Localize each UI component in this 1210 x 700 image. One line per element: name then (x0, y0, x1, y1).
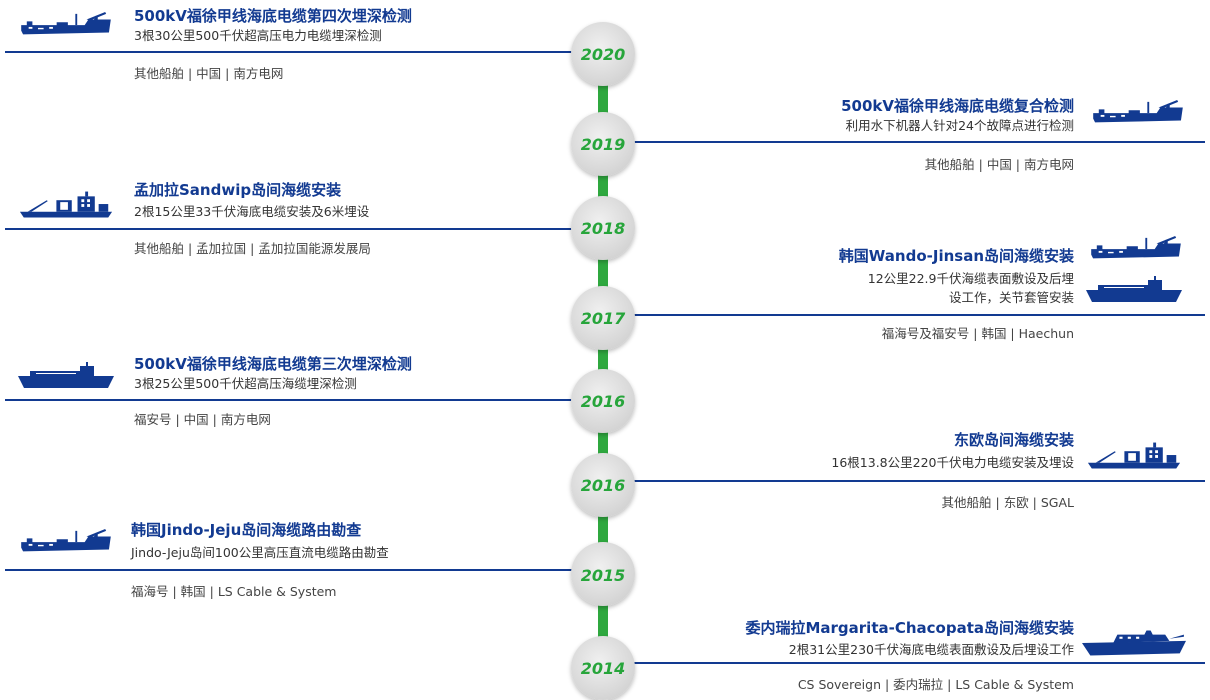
cable-barge-icon (1086, 440, 1182, 472)
entry-meta: 其他船舶 | 中国 | 南方电网 (924, 157, 1074, 172)
entry-connector-line (5, 228, 602, 230)
entry-meta: 福海号 | 韩国 | LS Cable & System (131, 584, 337, 599)
year-circle (571, 453, 635, 517)
entry-description: 利用水下机器人针对24个故障点进行检测 (845, 118, 1074, 133)
year-label: 2016 (580, 392, 626, 411)
year-circle (571, 22, 635, 86)
year-circle (571, 369, 635, 433)
year-circle (571, 542, 635, 606)
offshore-vessel-icon (1090, 100, 1186, 128)
entry-title: 孟加拉Sandwip岛间海缆安装 (134, 181, 342, 199)
year-label: 2018 (580, 219, 626, 238)
entry-connector-line (606, 480, 1205, 482)
timeline-line (598, 38, 608, 678)
year-label: 2016 (580, 476, 626, 495)
entry-meta: 福安号 | 中国 | 南方电网 (134, 412, 271, 427)
offshore-vessel-icon (1088, 236, 1184, 264)
entry-title: 韩国Wando-Jinsan岛间海缆安装 (838, 247, 1074, 265)
entry-meta: CS Sovereign | 委内瑞拉 | LS Cable & System (797, 677, 1074, 692)
year-circle (571, 112, 635, 176)
offshore-vessel-icon (18, 529, 114, 557)
entry-title: 东欧岛间海缆安装 (953, 431, 1074, 449)
year-label: 2020 (580, 45, 626, 64)
entry-meta: 其他船舶 | 孟加拉国 | 孟加拉国能源发展局 (134, 241, 371, 256)
entry-title: 500kV福徐甲线海底电缆第四次埋深检测 (134, 7, 412, 25)
entry-description: Jindo-Jeju岛间100公里高压直流电缆路由勘查 (131, 545, 389, 560)
year-circle (571, 286, 635, 350)
cable-ship-icon (1084, 276, 1184, 306)
entry-title: 韩国Jindo-Jeju岛间海缆路由勘查 (131, 521, 362, 539)
entry-meta: 福海号及福安号 | 韩国 | Haechun (881, 326, 1074, 341)
entry-meta: 其他船舶 | 东欧 | SGAL (941, 495, 1074, 510)
entry-meta: 其他船舶 | 中国 | 南方电网 (134, 66, 284, 81)
year-label: 2019 (580, 135, 626, 154)
year-label: 2017 (580, 309, 626, 328)
entry-connector-line (606, 314, 1205, 316)
entry-connector-line (5, 569, 602, 571)
entry-title: 委内瑞拉Margarita-Chacopata岛间海缆安装 (745, 619, 1074, 637)
entry-connector-line (606, 662, 1205, 664)
entry-description: 2根15公里33千伏海底电缆安装及6米埋设 (134, 204, 370, 219)
entry-connector-line (5, 51, 602, 53)
entry-description: 3根30公里500千伏超高压电力电缆埋深检测 (134, 28, 382, 43)
entry-description-line1: 12公里22.9千伏海缆表面敷设及后埋 (867, 271, 1074, 286)
entry-description: 16根13.8公里220千伏电力电缆安装及埋设 (831, 455, 1074, 470)
offshore-vessel-icon (18, 12, 114, 40)
entry-connector-line (5, 399, 602, 401)
entry-description: 2根31公里230千伏海底电缆表面敷设及后埋设工作 (788, 642, 1074, 657)
cable-ship-icon (16, 362, 116, 392)
entry-connector-line (606, 141, 1205, 143)
year-label: 2014 (580, 659, 626, 678)
entry-description-line2: 设工作，关节套管安装 (948, 290, 1074, 305)
entry-title: 500kV福徐甲线海底电缆复合检测 (841, 97, 1074, 115)
sovereign-ship-icon (1082, 628, 1186, 660)
cable-barge-icon (18, 189, 114, 221)
entry-description: 3根25公里500千伏超高压海缆埋深检测 (134, 376, 357, 391)
year-label: 2015 (580, 566, 626, 585)
year-circle (571, 636, 635, 700)
entry-title: 500kV福徐甲线海底电缆第三次埋深检测 (134, 355, 412, 373)
year-circle (571, 196, 635, 260)
